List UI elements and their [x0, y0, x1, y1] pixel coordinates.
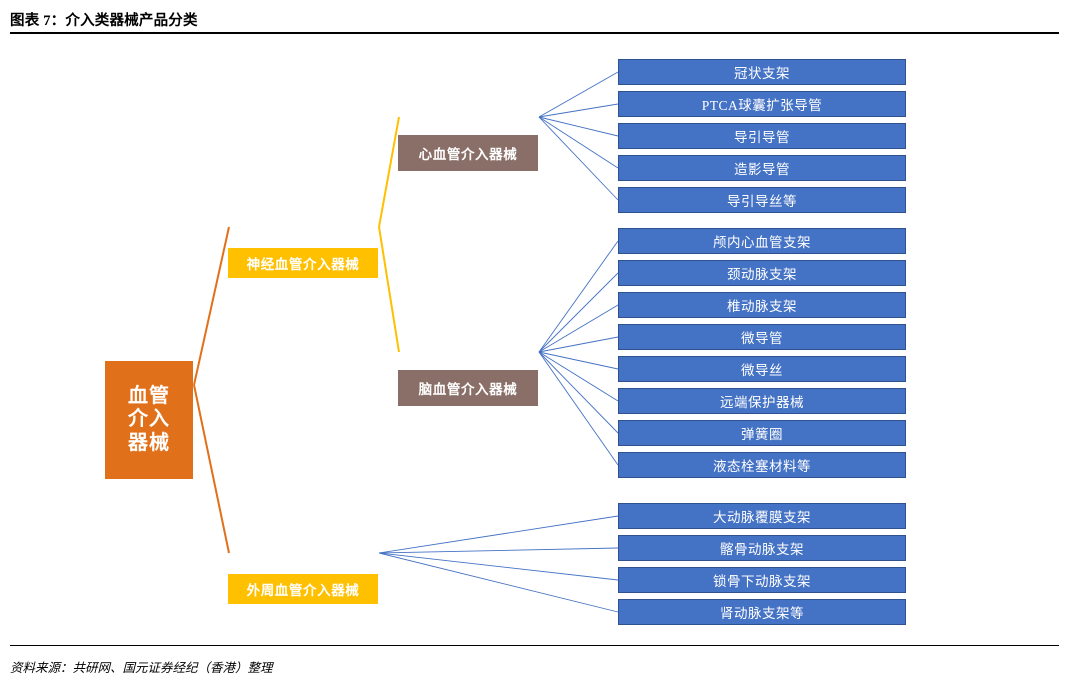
- leaf-label: 髂骨动脉支架: [720, 542, 804, 557]
- connector-cardio-leaf-3: [538, 116, 619, 137]
- leaf-cerebro-3[interactable]: 椎动脉支架: [618, 292, 906, 318]
- connector-periph-leaf-2: [378, 547, 619, 554]
- connector-periph-leaf-1: [378, 515, 619, 554]
- connector-cardio-leaf-4: [538, 116, 619, 169]
- connector-cerebro-leaf-5: [538, 351, 619, 370]
- node-root-line-3: 器械: [128, 431, 170, 454]
- leaf-cerebro-6[interactable]: 远端保护器械: [618, 388, 906, 414]
- connector-cerebro-leaf-1: [538, 240, 619, 353]
- node-root-text: 血管 介入 器械: [128, 385, 170, 456]
- connector-cerebro-leaf-4: [538, 336, 619, 353]
- title-divider: [10, 32, 1059, 34]
- leaf-cardio-3[interactable]: 导引导管: [618, 123, 906, 149]
- connector-neuro-to-cerebro: [378, 226, 400, 353]
- leaf-label: 造影导管: [734, 162, 790, 177]
- connector-periph-fan: [378, 515, 619, 613]
- connector-cerebro-fan: [538, 240, 619, 466]
- leaf-label: 导引导管: [734, 130, 790, 145]
- node-root[interactable]: 血管 介入 器械: [105, 361, 193, 479]
- connector-cardio-leaf-5: [538, 116, 619, 201]
- connector-periph-leaf-3: [378, 552, 619, 581]
- leaf-cerebro-7[interactable]: 弹簧圈: [618, 420, 906, 446]
- leaf-label: 椎动脉支架: [727, 299, 797, 314]
- leaf-label: 弹簧圈: [741, 427, 783, 442]
- leaf-cerebro-8[interactable]: 液态栓塞材料等: [618, 452, 906, 478]
- leaf-periph-3[interactable]: 锁骨下动脉支架: [618, 567, 906, 593]
- diagram-canvas: 血管 介入 器械 神经血管介入器械 外周血管介入器械 心血管介入器械 脑血管介入…: [0, 36, 1069, 642]
- leaf-cardio-5[interactable]: 导引导丝等: [618, 187, 906, 213]
- node-cardiovascular[interactable]: 心血管介入器械: [398, 135, 538, 171]
- leaf-label: 颅内心血管支架: [713, 235, 811, 250]
- connector-root-group: [193, 226, 230, 554]
- node-neurovascular[interactable]: 神经血管介入器械: [228, 248, 378, 278]
- node-neurovascular-label: 神经血管介入器械: [246, 257, 360, 272]
- connector-cardio-leaf-2: [538, 103, 619, 118]
- leaf-label: 液态栓塞材料等: [713, 459, 811, 474]
- node-peripheral-label: 外周血管介入器械: [246, 583, 360, 598]
- connector-cerebro-leaf-6: [538, 351, 619, 402]
- leaf-cardio-2[interactable]: PTCA球囊扩张导管: [618, 91, 906, 117]
- connector-neuro-to-cardio: [378, 116, 400, 228]
- leaf-cerebro-4[interactable]: 微导管: [618, 324, 906, 350]
- leaf-label: 大动脉覆膜支架: [713, 510, 811, 525]
- source-divider: [10, 645, 1059, 647]
- connector-root-to-periph: [193, 384, 230, 554]
- connector-periph-leaf-4: [378, 552, 619, 613]
- leaf-label: PTCA球囊扩张导管: [701, 98, 823, 113]
- connector-cerebro-leaf-2: [538, 272, 619, 353]
- node-cerebrovascular[interactable]: 脑血管介入器械: [398, 370, 538, 406]
- leaf-cardio-4[interactable]: 造影导管: [618, 155, 906, 181]
- connector-cardio-leaf-1: [538, 71, 619, 118]
- leaf-periph-2[interactable]: 髂骨动脉支架: [618, 535, 906, 561]
- connector-layer: [193, 71, 619, 613]
- leaf-cerebro-1[interactable]: 颅内心血管支架: [618, 228, 906, 254]
- leaf-label: 颈动脉支架: [727, 267, 797, 282]
- connector-cardio-fan: [538, 71, 619, 201]
- leaf-cerebro-5[interactable]: 微导丝: [618, 356, 906, 382]
- connector-cerebro-leaf-8: [538, 351, 619, 466]
- leaf-periph-4[interactable]: 肾动脉支架等: [618, 599, 906, 625]
- leaf-label: 远端保护器械: [720, 395, 804, 410]
- node-peripheral[interactable]: 外周血管介入器械: [228, 574, 378, 604]
- leaf-label: 锁骨下动脉支架: [713, 574, 811, 589]
- leaf-label: 导引导丝等: [727, 194, 797, 209]
- leaf-label: 微导管: [741, 331, 783, 346]
- connector-root-to-neuro: [193, 226, 230, 386]
- leaf-cerebro-2[interactable]: 颈动脉支架: [618, 260, 906, 286]
- source-note: 资料来源：共研网、国元证券经纪（香港）整理: [10, 661, 273, 675]
- node-root-line-2: 介入: [128, 408, 170, 431]
- leaf-periph-1[interactable]: 大动脉覆膜支架: [618, 503, 906, 529]
- leaf-label: 肾动脉支架等: [720, 606, 804, 621]
- connector-cerebro-leaf-3: [538, 304, 619, 353]
- node-root-line-1: 血管: [128, 384, 170, 407]
- node-cerebrovascular-label: 脑血管介入器械: [418, 382, 518, 397]
- connector-cerebro-leaf-7: [538, 351, 619, 434]
- leaf-label: 冠状支架: [734, 66, 790, 81]
- page-title: 图表 7：介入类器械产品分类: [10, 13, 198, 29]
- connector-neuro-group: [378, 116, 400, 353]
- leaf-label: 微导丝: [741, 363, 783, 378]
- leaf-cardio-1[interactable]: 冠状支架: [618, 59, 906, 85]
- node-cardiovascular-label: 心血管介入器械: [418, 147, 518, 162]
